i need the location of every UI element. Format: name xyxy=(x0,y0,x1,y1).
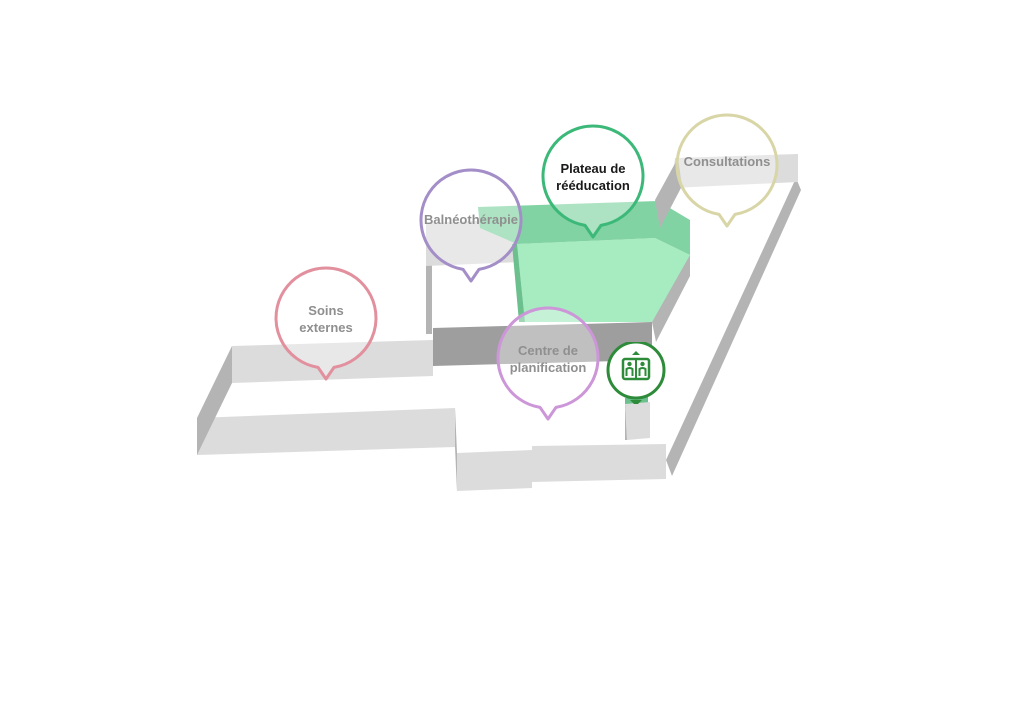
elevator-shaft-side xyxy=(625,404,627,440)
wall-bottom-mid xyxy=(457,450,532,491)
wall-center-right xyxy=(652,255,690,342)
pin-consultations[interactable]: Consultations xyxy=(674,112,780,232)
pin-bubble xyxy=(496,306,600,421)
zone-plateau-side xyxy=(512,244,525,322)
pin-bubble xyxy=(541,124,645,239)
elevator-icon xyxy=(606,340,666,406)
wall-bottom-step xyxy=(455,408,457,491)
elevator-pin[interactable] xyxy=(605,340,667,406)
wall-left-front xyxy=(197,408,455,455)
pin-bubble xyxy=(419,168,523,283)
zone-plateau-floor[interactable] xyxy=(517,238,690,322)
pin-bubble xyxy=(675,113,779,228)
wall-right-diag xyxy=(666,178,801,476)
zone-plateau-wall xyxy=(478,201,690,255)
wall-consultations xyxy=(672,154,798,188)
wall-bottom-right xyxy=(532,444,666,482)
elevator-shaft xyxy=(625,402,650,440)
pin-balneotherapie[interactable]: Balnéothérapie xyxy=(418,167,524,287)
wall-consult-link xyxy=(655,158,682,228)
pin-bubble xyxy=(274,266,378,381)
wall-soins-back xyxy=(232,340,433,383)
wall-left-end xyxy=(197,346,232,455)
